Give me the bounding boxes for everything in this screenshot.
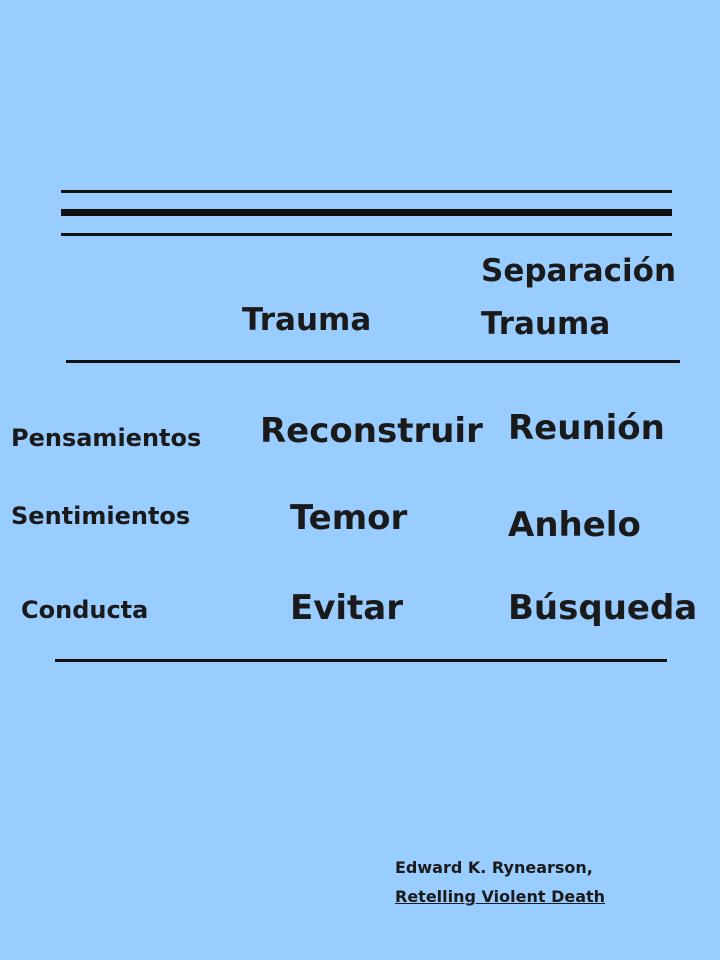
cell-separation-busqueda: Búsqueda (508, 588, 698, 628)
header-divider (66, 360, 680, 363)
top-rule-thin-upper (61, 190, 672, 193)
row-label-conducta: Conducta (21, 596, 149, 624)
cell-trauma-evitar: Evitar (290, 588, 404, 628)
bottom-divider (55, 659, 667, 662)
header-trauma: Trauma (242, 302, 372, 338)
header-separation-line1: Separación (481, 253, 677, 289)
credit-book-title: Retelling Violent Death (395, 887, 606, 906)
top-rule-thin-lower (61, 233, 672, 236)
top-rule-thick (61, 209, 672, 216)
header-separation-line2: Trauma (481, 306, 611, 342)
cell-separation-reunion: Reunión (508, 408, 665, 448)
cell-trauma-temor: Temor (290, 498, 408, 538)
row-label-pensamientos: Pensamientos (11, 424, 202, 452)
cell-trauma-reconstruir: Reconstruir (260, 411, 483, 451)
cell-separation-anhelo: Anhelo (508, 505, 641, 545)
row-label-sentimientos: Sentimientos (11, 502, 191, 530)
credit-author: Edward K. Rynearson, (395, 858, 593, 877)
